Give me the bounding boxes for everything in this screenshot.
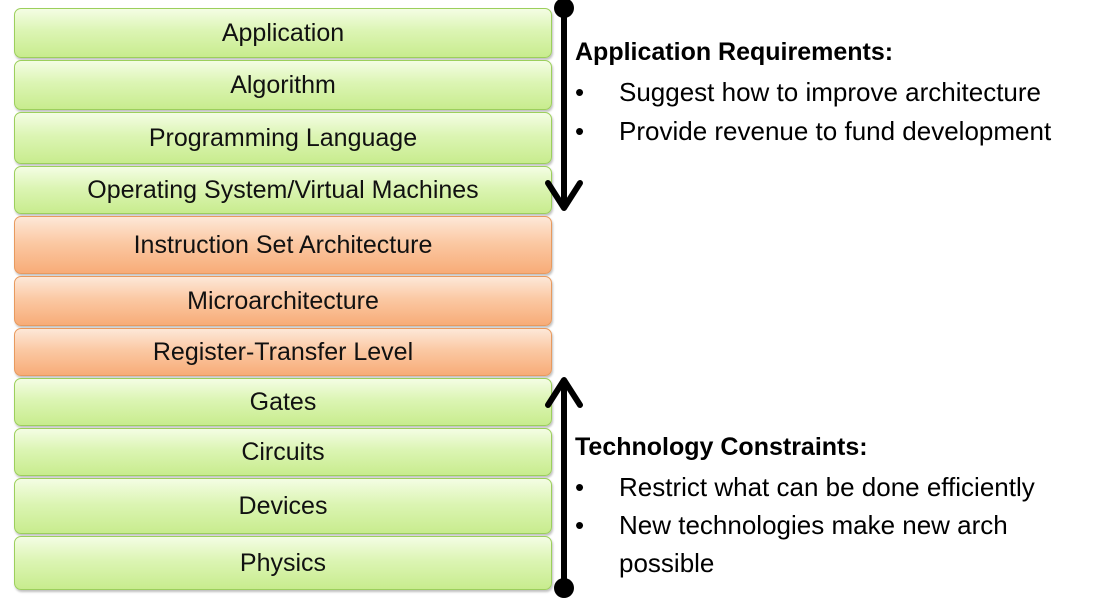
bullet-icon: • bbox=[575, 472, 585, 502]
layer-gates: Gates bbox=[14, 378, 552, 426]
layer-label: Register-Transfer Level bbox=[152, 337, 414, 366]
bullet-icon: • bbox=[575, 77, 585, 107]
layer-application: Application bbox=[14, 8, 552, 58]
bullet-text: New technologies make new arch bbox=[619, 510, 1008, 540]
down-arrow-head bbox=[545, 180, 583, 211]
layer-programming-language: Programming Language bbox=[14, 112, 552, 164]
layer-physics: Physics bbox=[14, 536, 552, 590]
layer-label: Gates bbox=[249, 387, 317, 416]
layer-algorithm: Algorithm bbox=[14, 60, 552, 110]
technology-constraint-item: • Restrict what can be done efficiently bbox=[575, 472, 1115, 504]
layer-operating-system: Operating System/Virtual Machines bbox=[14, 166, 552, 214]
bullet-text: possible bbox=[619, 548, 715, 578]
layer-label: Operating System/Virtual Machines bbox=[87, 175, 479, 204]
layer-label: Circuits bbox=[241, 437, 325, 466]
up-arrow-head bbox=[545, 377, 583, 408]
layer-label: Algorithm bbox=[230, 70, 336, 99]
layer-label: Devices bbox=[238, 491, 328, 520]
layer-circuits: Circuits bbox=[14, 428, 552, 476]
bullet-text: Suggest how to improve architecture bbox=[619, 77, 1041, 107]
down-arrow-icon bbox=[545, 0, 583, 211]
layer-devices: Devices bbox=[14, 478, 552, 534]
layer-label: Microarchitecture bbox=[187, 286, 379, 315]
up-arrow-icon bbox=[545, 377, 583, 598]
bullet-icon: • bbox=[575, 510, 585, 540]
layer-register-transfer-level: Register-Transfer Level bbox=[14, 328, 552, 376]
bullet-text: Restrict what can be done efficiently bbox=[619, 472, 1035, 502]
bullet-text: Provide revenue to fund development bbox=[619, 116, 1052, 146]
technology-constraint-item: • New technologies make new arch bbox=[575, 510, 1115, 542]
layer-label: Application bbox=[221, 18, 345, 47]
application-requirement-item: • Provide revenue to fund development bbox=[575, 116, 1115, 148]
layer-label: Physics bbox=[239, 548, 327, 577]
layer-label: Instruction Set Architecture bbox=[133, 230, 433, 259]
layer-microarchitecture: Microarchitecture bbox=[14, 276, 552, 326]
bullet-icon: • bbox=[575, 116, 585, 146]
layer-label: Programming Language bbox=[148, 123, 418, 152]
application-requirement-item: • Suggest how to improve architecture bbox=[575, 77, 1115, 109]
technology-constraint-continuation: possible bbox=[575, 548, 1115, 580]
layer-instruction-set-architecture: Instruction Set Architecture bbox=[14, 216, 552, 274]
application-requirements-heading: Application Requirements: bbox=[575, 38, 894, 66]
technology-constraints-heading: Technology Constraints: bbox=[575, 433, 868, 461]
